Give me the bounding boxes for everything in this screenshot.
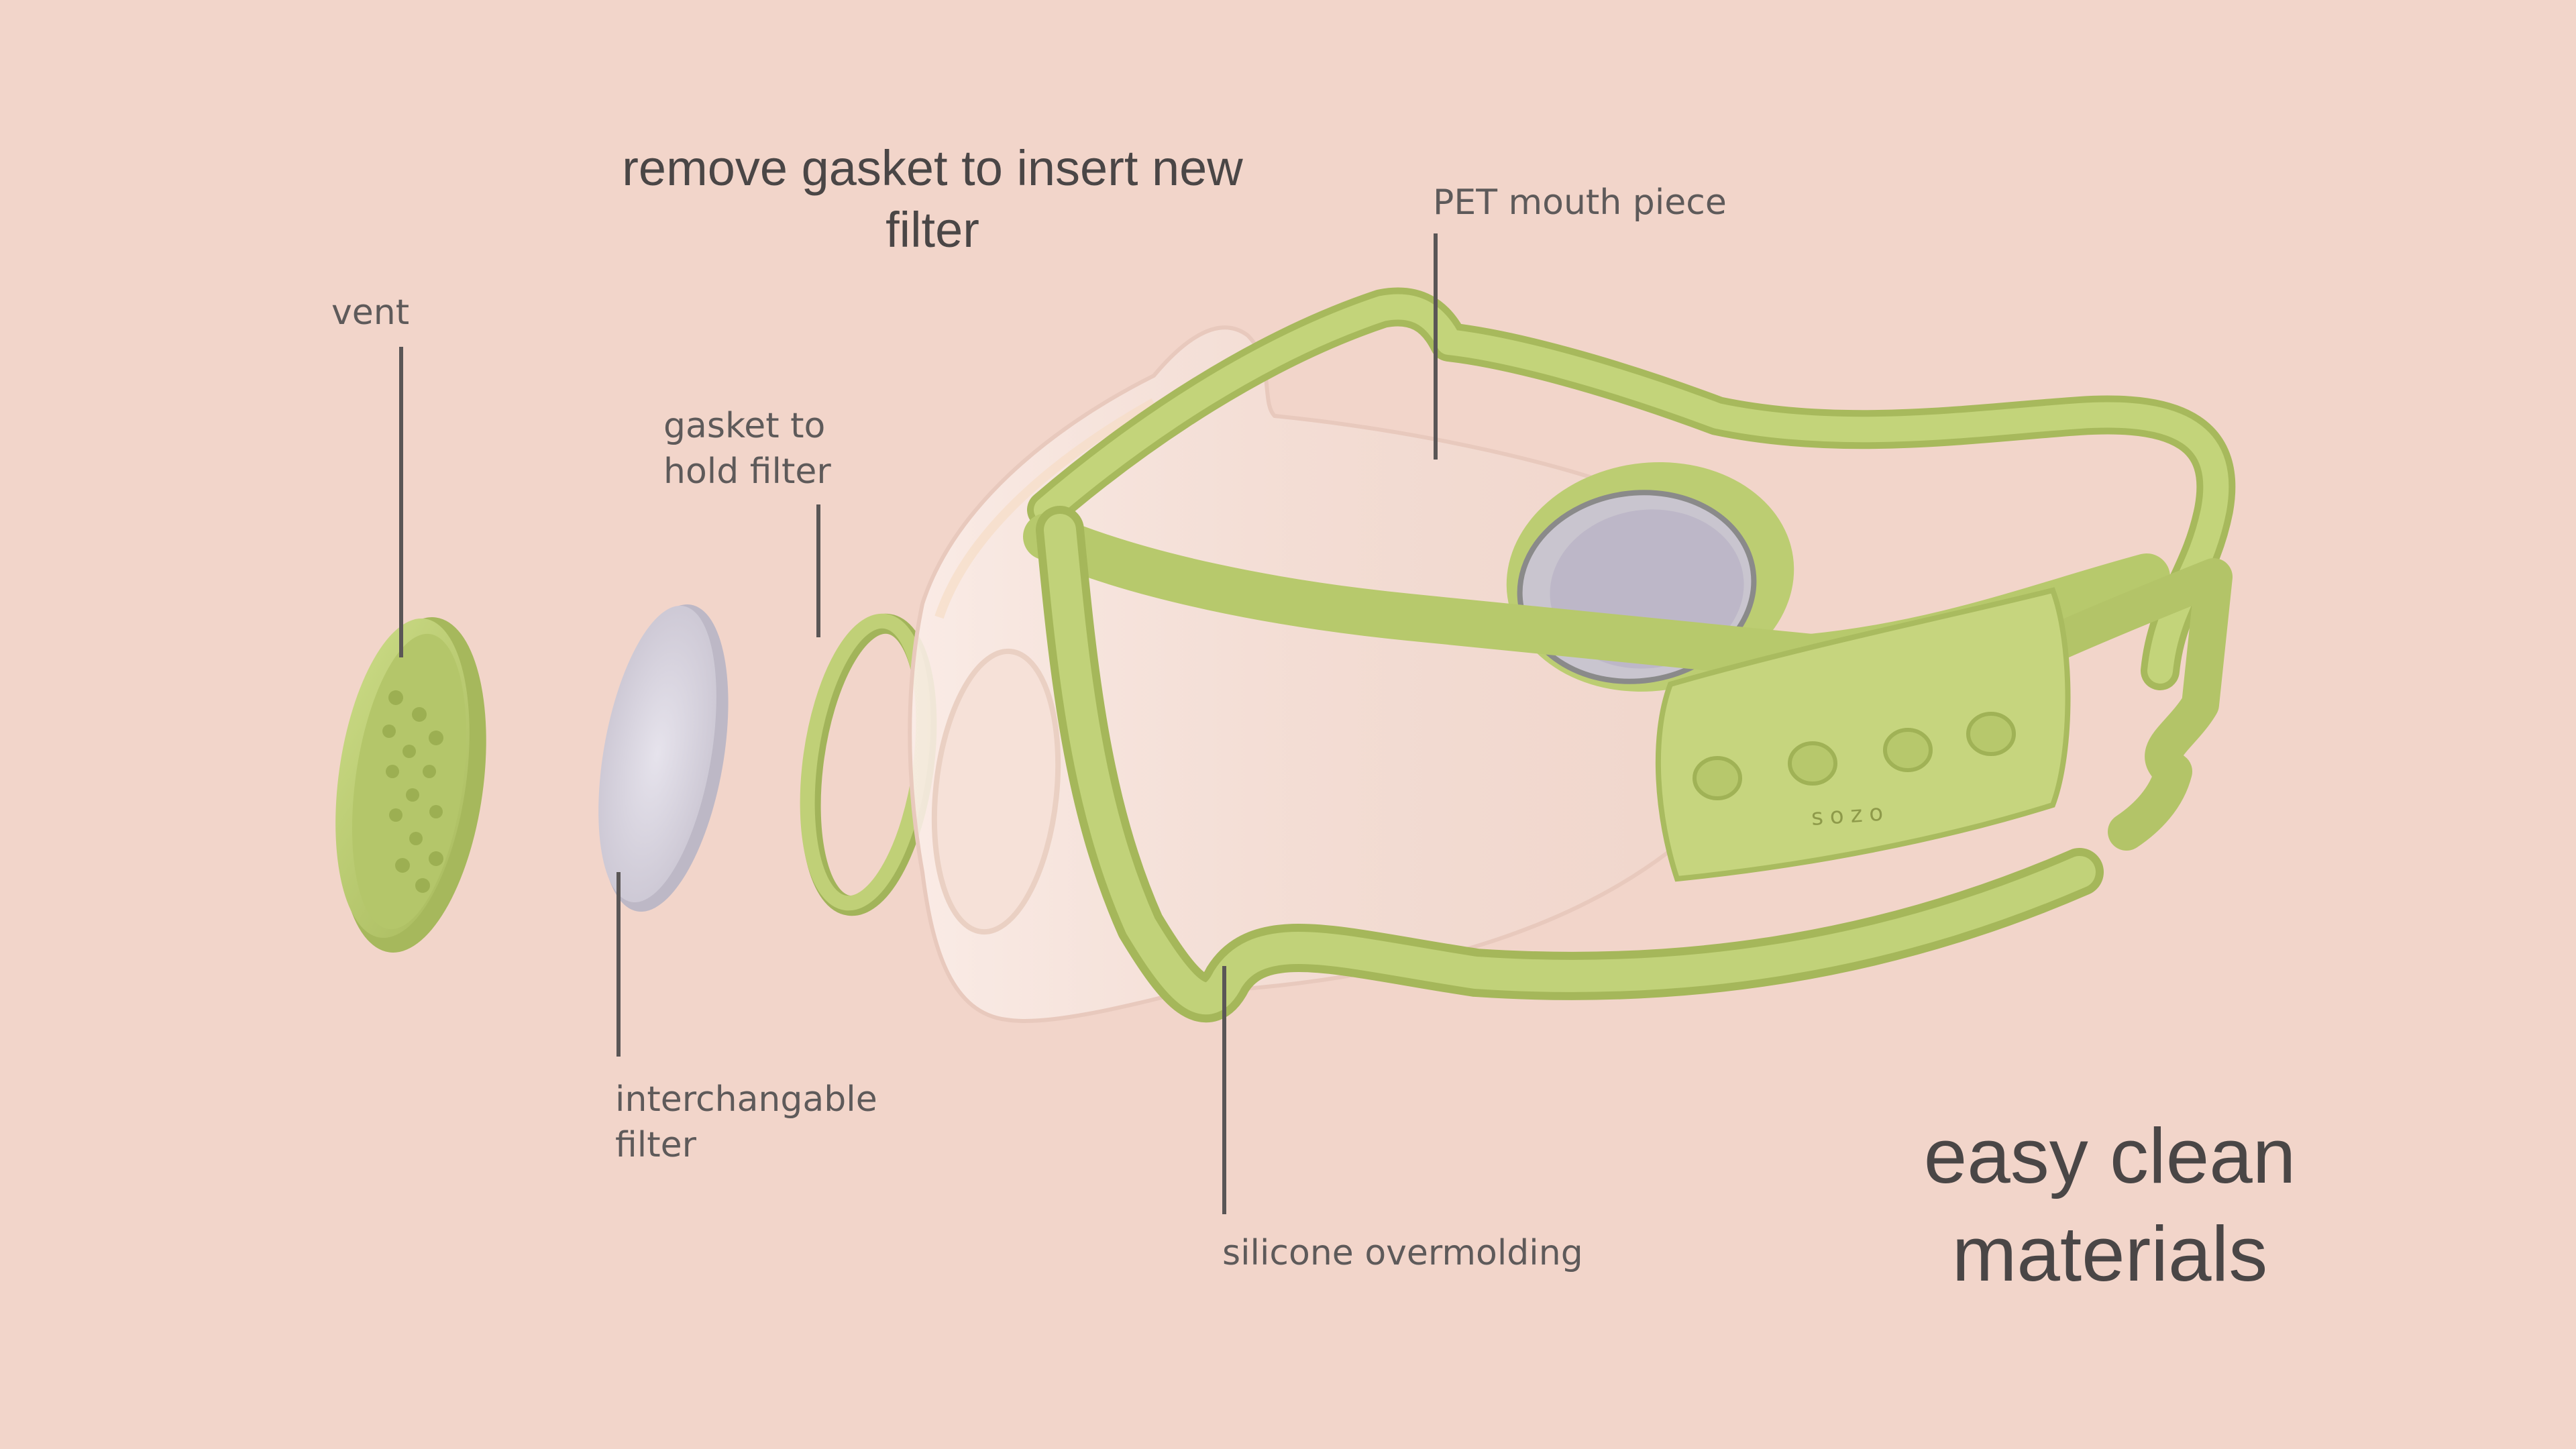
interchangeable-filter [598, 604, 729, 912]
label-text: gasket to [663, 406, 826, 446]
headline-line: filter [885, 202, 979, 258]
label-silicone-overmolding: silicone overmolding [1222, 1230, 1583, 1276]
label-text: filter [615, 1125, 696, 1165]
label-text: PET mouth piece [1433, 182, 1727, 223]
label-pet-mouth-piece: PET mouth piece [1433, 180, 1727, 225]
headline-line: easy clean [1923, 1112, 2296, 1199]
label-gasket: gasket to hold filter [663, 403, 831, 494]
strap-buckle-panel [1655, 587, 2071, 882]
label-interchangeable-filter: interchangable filter [615, 1077, 877, 1168]
headline-line: remove gasket to insert new [622, 140, 1243, 196]
label-text: interchangable [615, 1079, 877, 1120]
label-text: hold filter [663, 451, 831, 492]
strap-adjustment-buttons [1693, 712, 2016, 800]
label-text: silicone overmolding [1222, 1233, 1583, 1273]
sozo-logo: sozo [1810, 798, 1891, 832]
leader-lines [399, 233, 1438, 1214]
headline-line: materials [1951, 1210, 2268, 1297]
silicone-overmolding [1023, 287, 2236, 1022]
vent-disc [335, 617, 486, 953]
label-text: vent [331, 292, 410, 333]
vent-holes [382, 690, 443, 893]
headline-gasket-instruction: remove gasket to insert new filter [537, 138, 1328, 261]
headline-easy-clean: easy clean materials [1825, 1107, 2395, 1303]
label-vent: vent [331, 290, 409, 335]
